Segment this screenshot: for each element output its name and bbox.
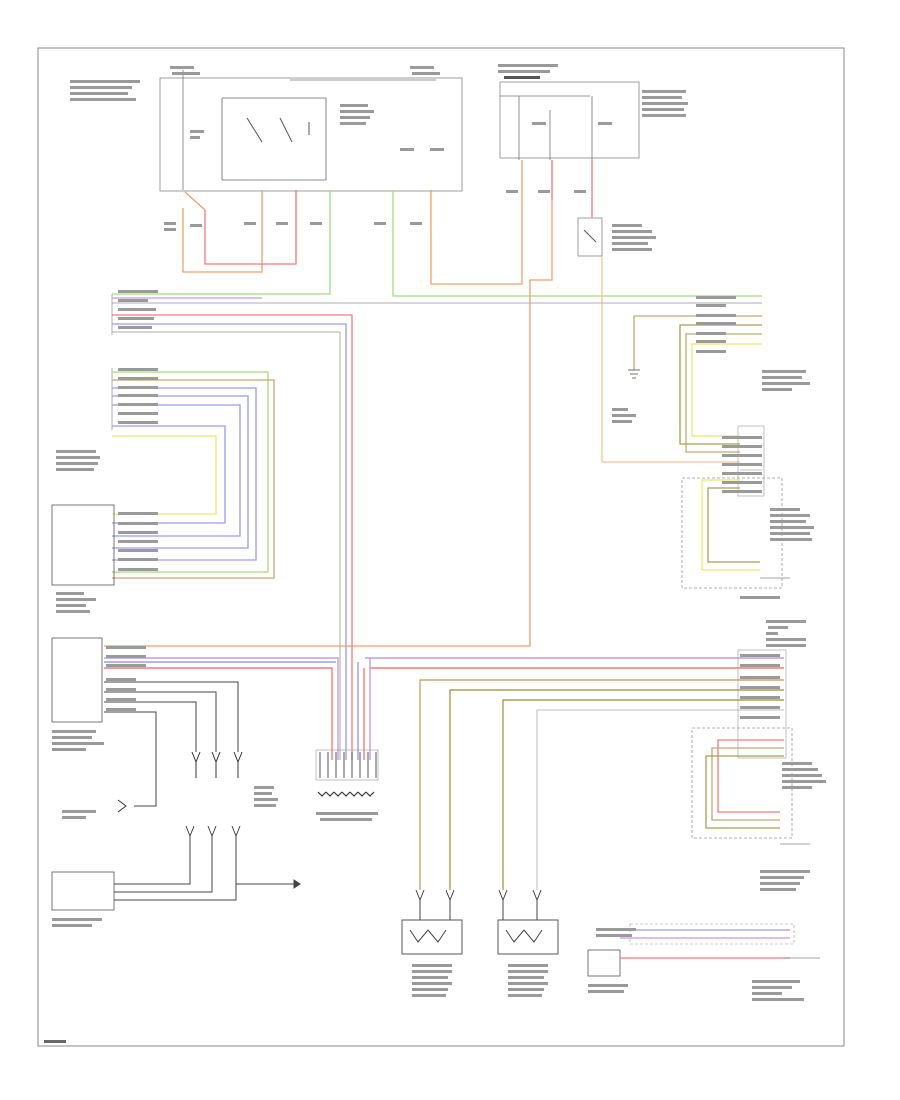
- steering-switches: [117, 751, 243, 813]
- wire-black-2: [104, 691, 217, 752]
- top-components: [159, 70, 640, 257]
- brake-sensor-box: [691, 727, 793, 839]
- left-components: [51, 504, 115, 911]
- wire-red-loop: [204, 232, 297, 265]
- top-connector-stubs: [182, 160, 593, 232]
- diagram-frame: [37, 47, 845, 1047]
- wire-grey-right: [536, 709, 784, 890]
- throttle-pedal-box: [51, 504, 115, 586]
- transmission-area: [587, 923, 820, 977]
- wire-black-1: [104, 681, 239, 752]
- wire-tan-ecm: [112, 379, 275, 579]
- wire-blue-ecm-2: [112, 395, 249, 549]
- wheel-sensor-right-box: [497, 919, 559, 955]
- wire-yellow-ecm: [112, 435, 217, 515]
- wire-blue-upper: [112, 323, 347, 760]
- wire-olive-right-1: [449, 689, 784, 890]
- wire-tan-right-1: [419, 679, 784, 890]
- stub-1a: [184, 191, 206, 211]
- fuse-box-right: [499, 81, 640, 159]
- wire-olive-right-2: [502, 699, 784, 890]
- gear-selector-box: [587, 949, 621, 977]
- wire-green-ecm: [112, 371, 269, 573]
- label-marks: [44, 64, 826, 1043]
- wire-red-main: [104, 667, 333, 760]
- steering-sensor-box: [51, 637, 103, 723]
- relay-switch-2: [279, 117, 293, 143]
- wire-red-pink-upper: [112, 314, 353, 760]
- wire-black-4: [104, 711, 157, 807]
- wire-orange-long: [430, 200, 523, 285]
- wire-green-long: [392, 232, 762, 297]
- wire-orange-loop: [182, 232, 263, 273]
- wire-brake-to-accel: [601, 256, 740, 463]
- lane-sensor-box: [681, 477, 783, 589]
- cruise-wires: [114, 825, 301, 901]
- relay-switch-1: [246, 117, 263, 143]
- wire-black-3: [104, 701, 197, 752]
- cruise-switch-box: [51, 871, 115, 911]
- engine-relay-box: [159, 77, 463, 192]
- data-link-connector: [315, 749, 379, 797]
- ecm-harness: [111, 368, 275, 579]
- wire-violet-main: [104, 657, 339, 760]
- wire-blue-ecm-4: [112, 425, 226, 524]
- brake-switch-box: [577, 217, 603, 257]
- wheel-speed-sensors: [401, 889, 559, 955]
- lane-sensor-connector: [681, 477, 790, 589]
- wire-red-to-ecm: [104, 200, 553, 647]
- wire-green-relay: [112, 232, 331, 295]
- wire-blue-ecm-1: [112, 387, 257, 561]
- right-harness-block: [737, 649, 787, 759]
- top-wires: [104, 200, 762, 647]
- brake-switch-contact: [583, 229, 597, 243]
- harness-upper: [111, 294, 353, 760]
- wire-yellow-accel: [691, 343, 762, 437]
- wheel-sensor-left-box: [401, 919, 463, 955]
- wire-blue-ecm-3: [112, 404, 241, 537]
- main-harness: [104, 657, 784, 890]
